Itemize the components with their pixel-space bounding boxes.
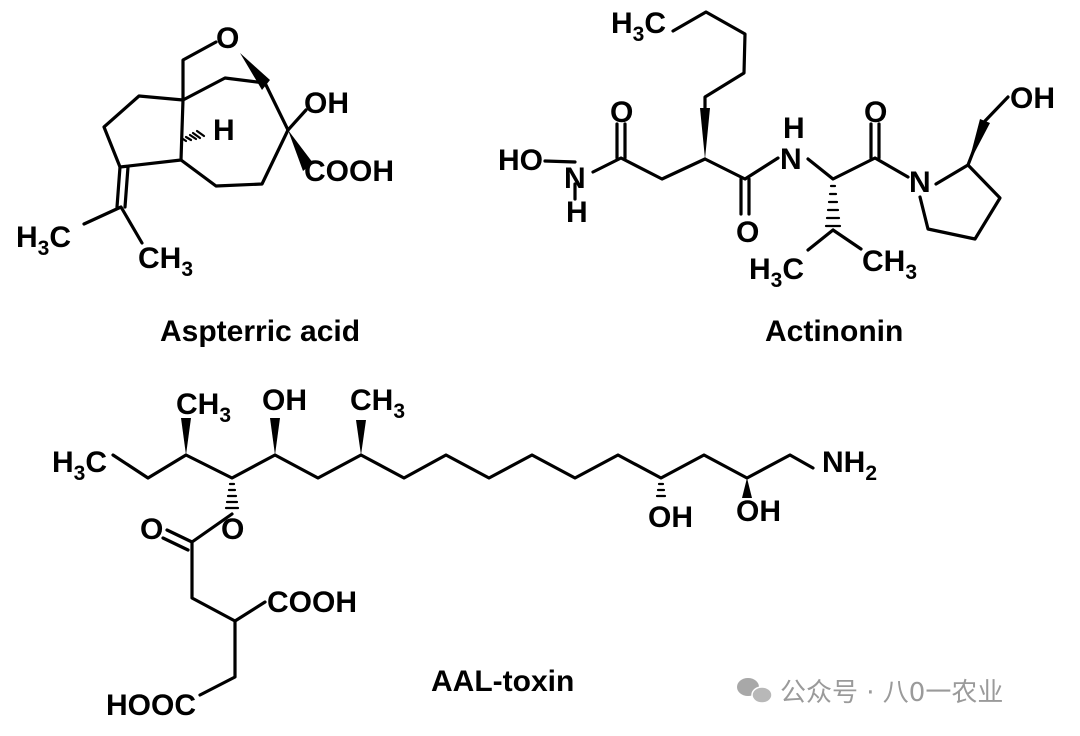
actinonin-hash-valine (824, 184, 842, 228)
watermark: 公众号 · 八0一农业 (737, 678, 1003, 708)
aal-wedge-oh3 (742, 478, 752, 498)
aal-hash-ester (224, 482, 240, 510)
wechat-icon (737, 678, 773, 704)
aal-ester-oxygen: O (221, 513, 244, 546)
aal-carbonyl-oxygen: O (140, 513, 163, 546)
aal-wedge-oh1 (270, 418, 280, 455)
aspterric-wedge-cooh (288, 130, 313, 171)
aal-hash-oh2 (655, 482, 667, 498)
aspterric-acid-skeleton (82, 40, 308, 245)
actinonin-hydroxamate-n: N (564, 162, 586, 195)
aspterric-ch3-label: CH3 (138, 242, 193, 281)
watermark-text: 公众号 · 八0一农业 (780, 678, 1003, 708)
aspterric-acid-name: Aspterric acid (160, 315, 360, 348)
aspterric-ring-oxygen: O (216, 22, 239, 55)
actinonin-valine-h3c: H3C (749, 253, 804, 292)
aal-oh-label-2: OH (648, 501, 693, 534)
aal-hooc-label: HOOC (106, 689, 196, 722)
aal-cooh-label: COOH (267, 586, 357, 619)
actinonin-wedge-alkyl (700, 108, 710, 159)
molecule-actinonin: H3C O HO N H O H N O N OH H3C CH3 Actino… (498, 7, 1055, 348)
actinonin-wedge-hydroxymethyl (968, 119, 990, 165)
actinonin-skeleton (543, 10, 1010, 252)
aspterric-h3c-label: H3C (16, 221, 71, 260)
aspterric-h-label: H (213, 114, 235, 147)
aal-toxin-skeleton (111, 453, 815, 697)
aal-oh-label-3: OH (736, 495, 781, 528)
actinonin-carbonyl-o2: O (736, 216, 759, 249)
actinonin-pyrrolidine-n: N (909, 166, 931, 199)
aspterric-wedge-o (240, 53, 270, 90)
actinonin-amide-n: N (780, 143, 802, 176)
actinonin-valine-ch3: CH3 (862, 245, 917, 284)
molecule-aspterric-acid: O H OH COOH H3C CH3 Aspterric acid (16, 22, 394, 348)
actinonin-amide-h: H (783, 112, 805, 145)
actinonin-hydroxamate-h: H (566, 196, 588, 229)
aal-ch3-label-b: CH3 (350, 384, 405, 423)
aal-toxin-name: AAL-toxin (431, 665, 574, 698)
actinonin-oh-label: OH (1010, 82, 1055, 115)
actinonin-carbonyl-o3: O (864, 96, 887, 129)
aal-wedge-methyl-a (181, 418, 191, 455)
actinonin-h3c-label: H3C (611, 7, 666, 46)
actinonin-carbonyl-o1: O (610, 96, 633, 129)
aal-wedge-methyl-b (356, 420, 366, 455)
aal-nh2-label: NH2 (822, 446, 877, 485)
actinonin-name: Actinonin (765, 315, 903, 348)
aal-h3c-label: H3C (52, 446, 107, 485)
aspterric-cooh-label: COOH (304, 155, 394, 188)
aspterric-hash-h (181, 129, 206, 143)
aal-ch3-label-a: CH3 (176, 388, 231, 427)
aspterric-oh-label: OH (304, 87, 349, 120)
aal-oh-label-1: OH (262, 384, 307, 417)
molecule-aal-toxin: H3C CH3 OH CH3 NH2 OH OH O O COOH HOOC A… (52, 384, 877, 722)
actinonin-ho-label: HO (498, 144, 543, 177)
